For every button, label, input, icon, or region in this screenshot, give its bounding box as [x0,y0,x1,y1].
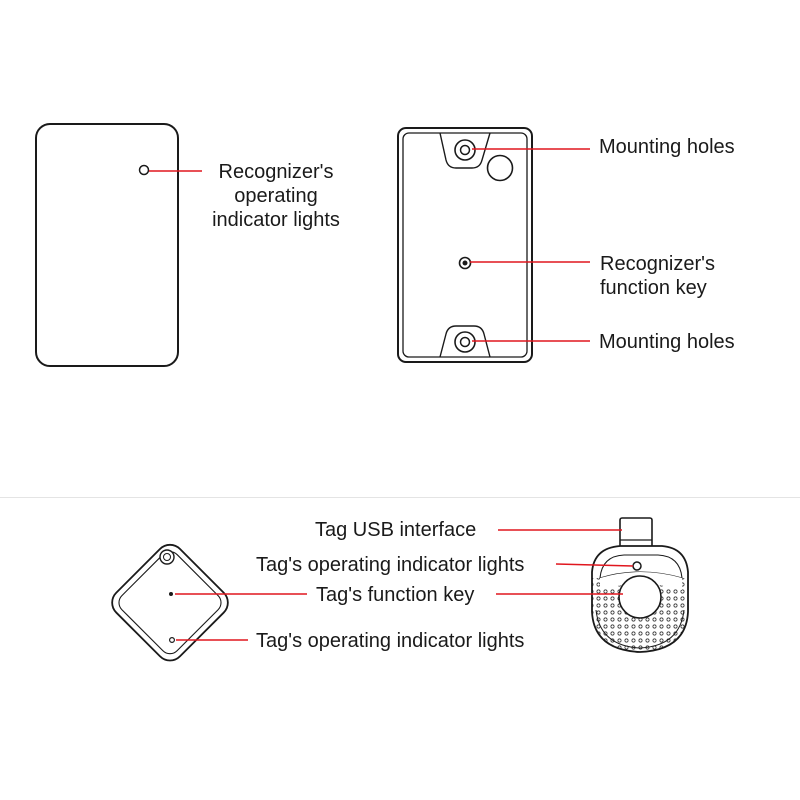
recognizer-indicator-light [138,164,150,176]
tag-function-key-label: Tag's function key [316,584,475,606]
tag-usb-interface-label: Tag USB interface [315,519,477,541]
tag-indicator-top-leader [555,563,634,567]
section-divider [0,497,800,498]
tag-indicator-top-label: Tag's operating indicator lights [256,554,525,576]
recognizer-front-body [35,123,179,367]
square-tag-body [111,543,229,662]
usb-fob-indicator-light [632,561,642,571]
square-tag [111,543,307,662]
recognizer-function-key-label-line2: function key [600,277,707,299]
usb-connector [619,517,653,549]
recognizer-function-key-label: Recognizer's function key [600,252,715,300]
recognizer-back-boss [486,154,514,182]
recognizer-indicator-label-line2: operating [234,185,318,207]
recognizer-back-body [397,127,533,363]
mounting-holes-top-label: Mounting holes [599,136,735,158]
recognizer-indicator-label-line3: indicator lights [212,209,340,231]
recognizer-indicator-label: Recognizer's operating indicator lights [206,160,346,232]
recognizer-function-key-label-line1: Recognizer's [600,253,715,275]
mounting-holes-bottom-label: Mounting holes [599,331,735,353]
recognizer-back [397,127,590,363]
recognizer-front [35,123,202,367]
usb-fob-function-key [618,575,662,619]
square-tag-function-key [169,592,173,596]
tag-indicator-bottom-label: Tag's operating indicator lights [256,630,525,652]
usb-fob-tag [496,517,689,653]
recognizer-indicator-label-line1: Recognizer's [218,161,334,183]
square-tag-indicator-light [169,636,176,643]
